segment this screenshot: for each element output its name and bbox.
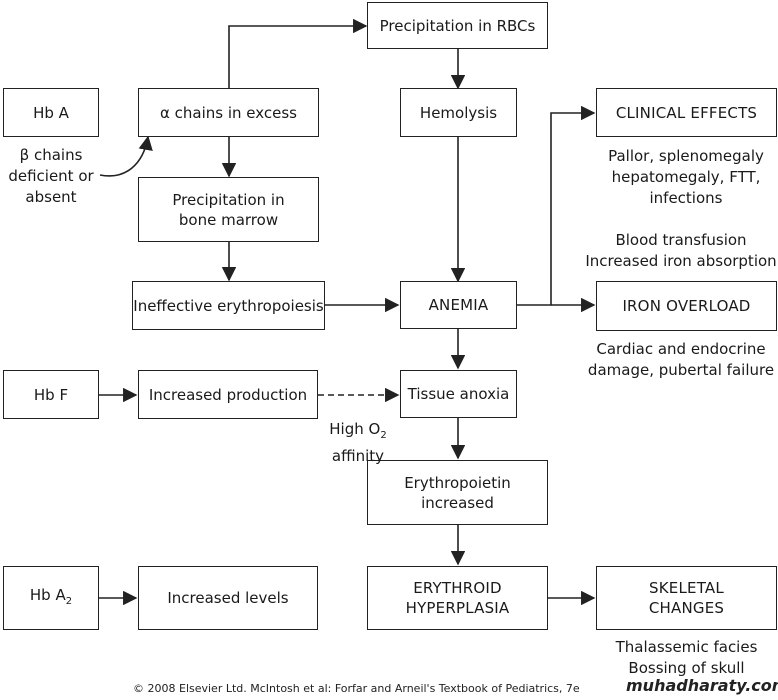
arrow-anemia-to-clinical bbox=[517, 105, 596, 306]
box-skeletal-changes: SKELETAL CHANGES bbox=[596, 566, 777, 630]
arrow-alpha-to-precip-rbc bbox=[228, 18, 368, 90]
box-ineffective-erythropoiesis: Ineffective erythropoiesis bbox=[132, 281, 325, 330]
box-iron-overload: IRON OVERLOAD bbox=[596, 281, 777, 331]
box-clinical-effects: CLINICAL EFFECTS bbox=[596, 88, 777, 137]
box-hb-a: Hb A bbox=[3, 88, 99, 137]
label-skeletal-details: Thalassemic facies Bossing of skull bbox=[615, 638, 758, 677]
box-hb-f: Hb F bbox=[3, 370, 99, 419]
hb-a2-label: Hb A2 bbox=[29, 585, 73, 607]
box-alpha-chains-excess: α chains in excess bbox=[138, 88, 319, 137]
label-clinical-details: Pallor, splenomegaly hepatomegaly, FTT, … bbox=[608, 147, 764, 207]
box-precipitation-rbcs: Precipitation in RBCs bbox=[367, 2, 548, 49]
box-erythroid-hyperplasia: ERYTHROID HYPERPLASIA bbox=[367, 566, 548, 630]
box-hemolysis: Hemolysis bbox=[400, 88, 517, 137]
box-increased-production: Increased production bbox=[138, 370, 318, 419]
box-increased-levels: Increased levels bbox=[138, 566, 318, 630]
watermark-logo: muhadharaty.com bbox=[626, 676, 778, 695]
label-beta-chains-deficient: β chains deficient or absent bbox=[8, 146, 94, 206]
box-tissue-anoxia: Tissue anoxia bbox=[400, 370, 517, 418]
copyright-footer: © 2008 Elsevier Ltd. McIntosh et al: For… bbox=[133, 682, 580, 695]
box-precipitation-marrow: Precipitation in bone marrow bbox=[138, 177, 319, 242]
label-iron-effects: Cardiac and endocrine damage, pubertal f… bbox=[587, 340, 775, 379]
arrow-beta-to-alpha bbox=[99, 135, 153, 177]
box-hb-a2: Hb A2 bbox=[3, 566, 99, 630]
box-erythropoietin-increased: Erythropoietin increased bbox=[367, 460, 548, 525]
label-iron-causes: Blood transfusion Increased iron absorpt… bbox=[585, 231, 777, 270]
box-anemia: ANEMIA bbox=[400, 281, 517, 329]
